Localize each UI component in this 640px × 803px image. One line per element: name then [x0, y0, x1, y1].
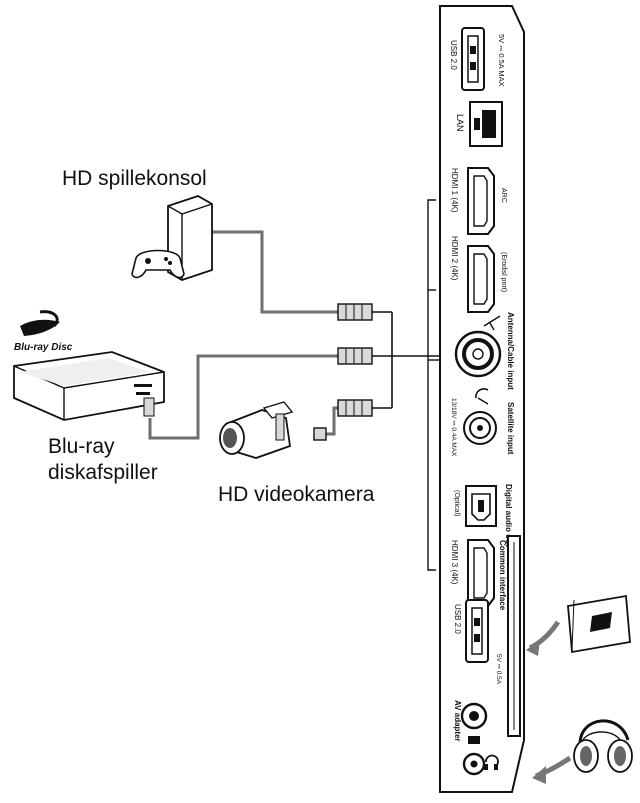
antenna-icon	[483, 315, 501, 331]
hdmi-plug-3	[337, 399, 373, 417]
usb-top-label: USB 2.0	[449, 40, 458, 70]
headphones-icon	[573, 719, 633, 773]
usb-port-bottom[interactable]	[465, 599, 489, 663]
usb-bottom-rating: 5V ⎓ 0.5A	[495, 654, 502, 685]
cable-console	[212, 230, 338, 314]
hdmi-plug-2	[337, 347, 373, 365]
hdmi-plug-1	[337, 303, 373, 321]
insert-arrow-headphones	[532, 755, 572, 784]
bluray-player-icon	[13, 351, 165, 421]
lan-label: LAN	[455, 114, 465, 132]
common-interface-label: Common interface	[498, 540, 507, 611]
usb-bottom-label: USB 2.0	[453, 604, 462, 634]
bluray-label-line1: Blu-ray	[48, 435, 115, 458]
game-console-label: HD spillekonsol	[62, 167, 207, 190]
usb-top-rating: 5V ⎓ 0.5A MAX	[497, 34, 506, 87]
satellite-port[interactable]	[463, 411, 497, 445]
satellite-label: Satellite input	[506, 402, 515, 455]
antenna-port[interactable]	[454, 330, 502, 378]
satellite-icon	[475, 388, 489, 405]
cable-camcorder	[326, 406, 338, 436]
camcorder-icon	[219, 401, 327, 459]
hdmi2-label: HDMI 2 (4K)	[450, 236, 459, 281]
satellite-rating: 13/18V ⎓ 0.4A MAX	[450, 398, 457, 457]
bluray-logo-text: Blu-ray Disc	[14, 342, 73, 353]
tv-rear-panel	[427, 5, 525, 793]
ci-card-icon	[567, 594, 631, 654]
common-interface-slot[interactable]	[507, 535, 521, 737]
bluray-label-line2: diskafspiller	[48, 461, 158, 484]
av-adapter-label: AV adapter	[453, 700, 462, 742]
game-console-icon	[131, 195, 213, 281]
insert-arrow-card	[526, 620, 561, 656]
digital-audio-out-label: Digital audio out	[504, 484, 513, 547]
cables	[148, 230, 338, 440]
hdmi1-arc-label: ARC	[500, 188, 507, 203]
antenna-label: Antenna/Cable input	[506, 312, 515, 390]
camcorder-label: HD videokamera	[218, 483, 375, 506]
cable-trunk	[372, 311, 440, 409]
optical-port[interactable]	[465, 485, 497, 527]
cable-bluray	[148, 354, 338, 440]
optical-label: (Optical)	[453, 490, 460, 516]
hdmi3-label: HDMI 3 (4K)	[450, 540, 459, 585]
hdmi1-label: HDMI 1 (4K)	[450, 168, 459, 213]
usb-port-top[interactable]	[461, 27, 485, 91]
hdmi3-port[interactable]	[467, 539, 495, 607]
hdmi2-port[interactable]	[467, 245, 495, 313]
bluray-disc-logo: Blu-ray Disc	[14, 310, 73, 353]
hdmi2-note: (Erodisl port)	[500, 252, 507, 292]
hdmi1-port[interactable]	[467, 167, 495, 235]
headphone-icon	[484, 754, 499, 770]
lan-port[interactable]	[469, 101, 503, 147]
